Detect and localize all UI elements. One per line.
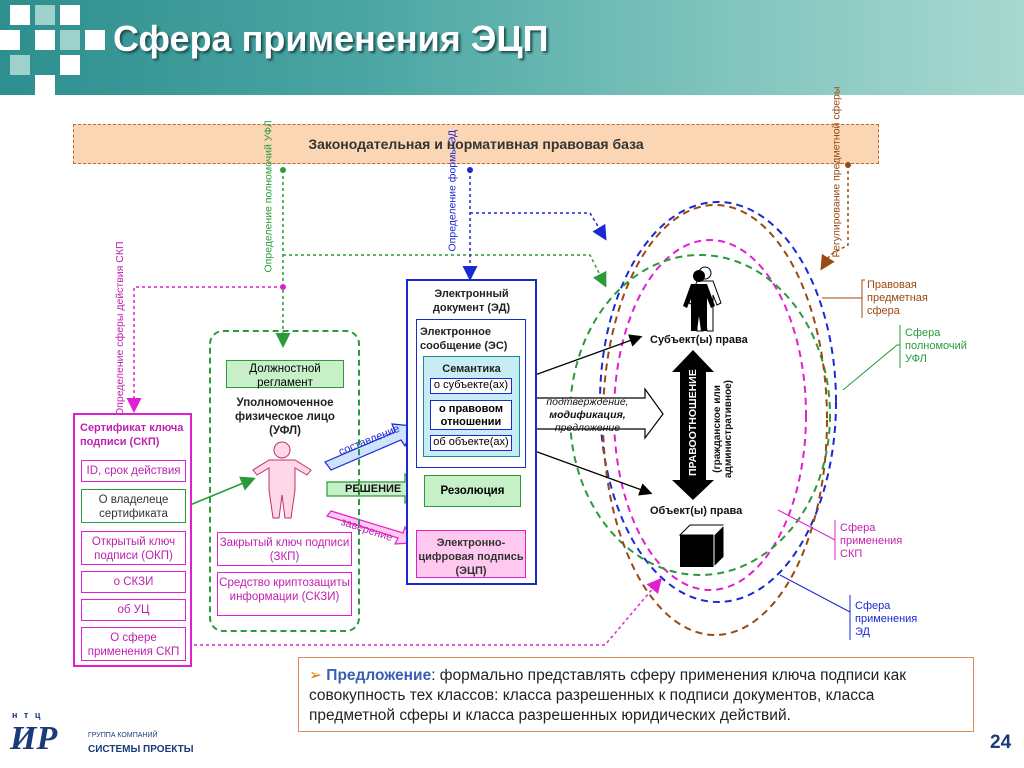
slide-title: Сфера применения ЭЦП [113, 18, 549, 59]
objects-label: Объект(ы) права [650, 505, 743, 517]
actions-text: подтверждение, модификация, предложение [546, 396, 629, 434]
cert-item-skzi: о СКЗИ [81, 571, 186, 593]
legal-relation-sub: (гражданское или административное) [712, 380, 734, 479]
cert-item-owner: О владелеце сертификата [81, 489, 186, 523]
logo-name: СИСТЕМЫ ПРОЕКТЫ [88, 744, 194, 755]
subjects-icon [683, 266, 722, 332]
certificate-title: Сертификат ключа подписи (СКП) [80, 422, 184, 448]
def-sphere-skp-label: Определение сферы действия СКП [114, 241, 126, 416]
legend-ed-sphere: Сфера применения ЭД [855, 600, 918, 638]
def-form-ed-label: Определение формы ЭД [446, 129, 459, 252]
about-relation: о правовом отношении [430, 400, 512, 430]
cert-item-public-key: Открытый ключ подписи (ОКП) [81, 531, 186, 565]
legal-base-banner: Законодательная и нормативная правовая б… [73, 124, 879, 164]
reg-subject-label: Регулирование предметной сферы [830, 86, 843, 258]
resolution-box: Резолюция [424, 475, 521, 507]
decision-label: РЕШЕНИЕ [345, 483, 402, 495]
cert-item-uc: об УЦ [81, 599, 186, 621]
cert-item-sphere: О сфере применения СКП [81, 627, 186, 661]
ufl-block [209, 330, 360, 632]
legend-skp-sphere: Сфера применения СКП [840, 522, 903, 560]
proposal-label: Предложение [326, 667, 432, 684]
header-band [0, 0, 1024, 95]
company-logo: н т ц ИР ГРУППА КОМПАНИЙ СИСТЕМЫ ПРОЕКТЫ [10, 710, 240, 765]
objects-icon [678, 523, 726, 569]
logo-group: ГРУППА КОМПАНИЙ [88, 732, 158, 739]
proposal-box: ➢ Предложение: формально представлять сф… [298, 657, 974, 732]
cert-item-id: ID, срок действия [81, 460, 186, 482]
person-icon [252, 441, 312, 519]
job-regulation: Должностной регламент [226, 360, 344, 389]
about-subject: о субъекте(ах) [430, 378, 512, 394]
eds-box: Электронно-цифровая подпись (ЭЦП) [416, 530, 526, 578]
legend-legal-subject: Правовая предметная сфера [867, 279, 928, 317]
legal-relation-label: ПРАВООТНОШЕНИЕ [687, 369, 699, 476]
def-ufl-label: Определение полномочий УФЛ [262, 120, 275, 273]
crypto-box: Средство криптозащиты информации (СКЗИ) [217, 572, 352, 616]
certificate-block: Сертификат ключа подписи (СКП) [73, 413, 192, 667]
proposal-bullet-icon: ➢ [309, 667, 327, 684]
page-number: 24 [990, 732, 1012, 753]
ed-title: Электронный документ (ЭД) [432, 288, 511, 314]
subjects-label: Субъект(ы) права [650, 334, 748, 346]
logo-ntc: н т ц [12, 710, 43, 720]
about-object: об объекте(ах) [430, 435, 512, 451]
proposal-text: формально представлять сферу применения … [309, 667, 907, 724]
semantics-title: Семантика [442, 363, 501, 375]
logo-mark: ИР [10, 720, 58, 757]
es-title: Электронное сообщение (ЭС) [420, 326, 508, 352]
private-key-box: Закрытый ключ подписи (ЗКП) [217, 532, 352, 566]
legend-ufl-sphere: Сфера полномочий УФЛ [905, 327, 967, 365]
legal-sphere-ellipse [602, 204, 828, 636]
ufl-person-label: Уполномоченное физическое лицо (УФЛ) [235, 397, 335, 437]
